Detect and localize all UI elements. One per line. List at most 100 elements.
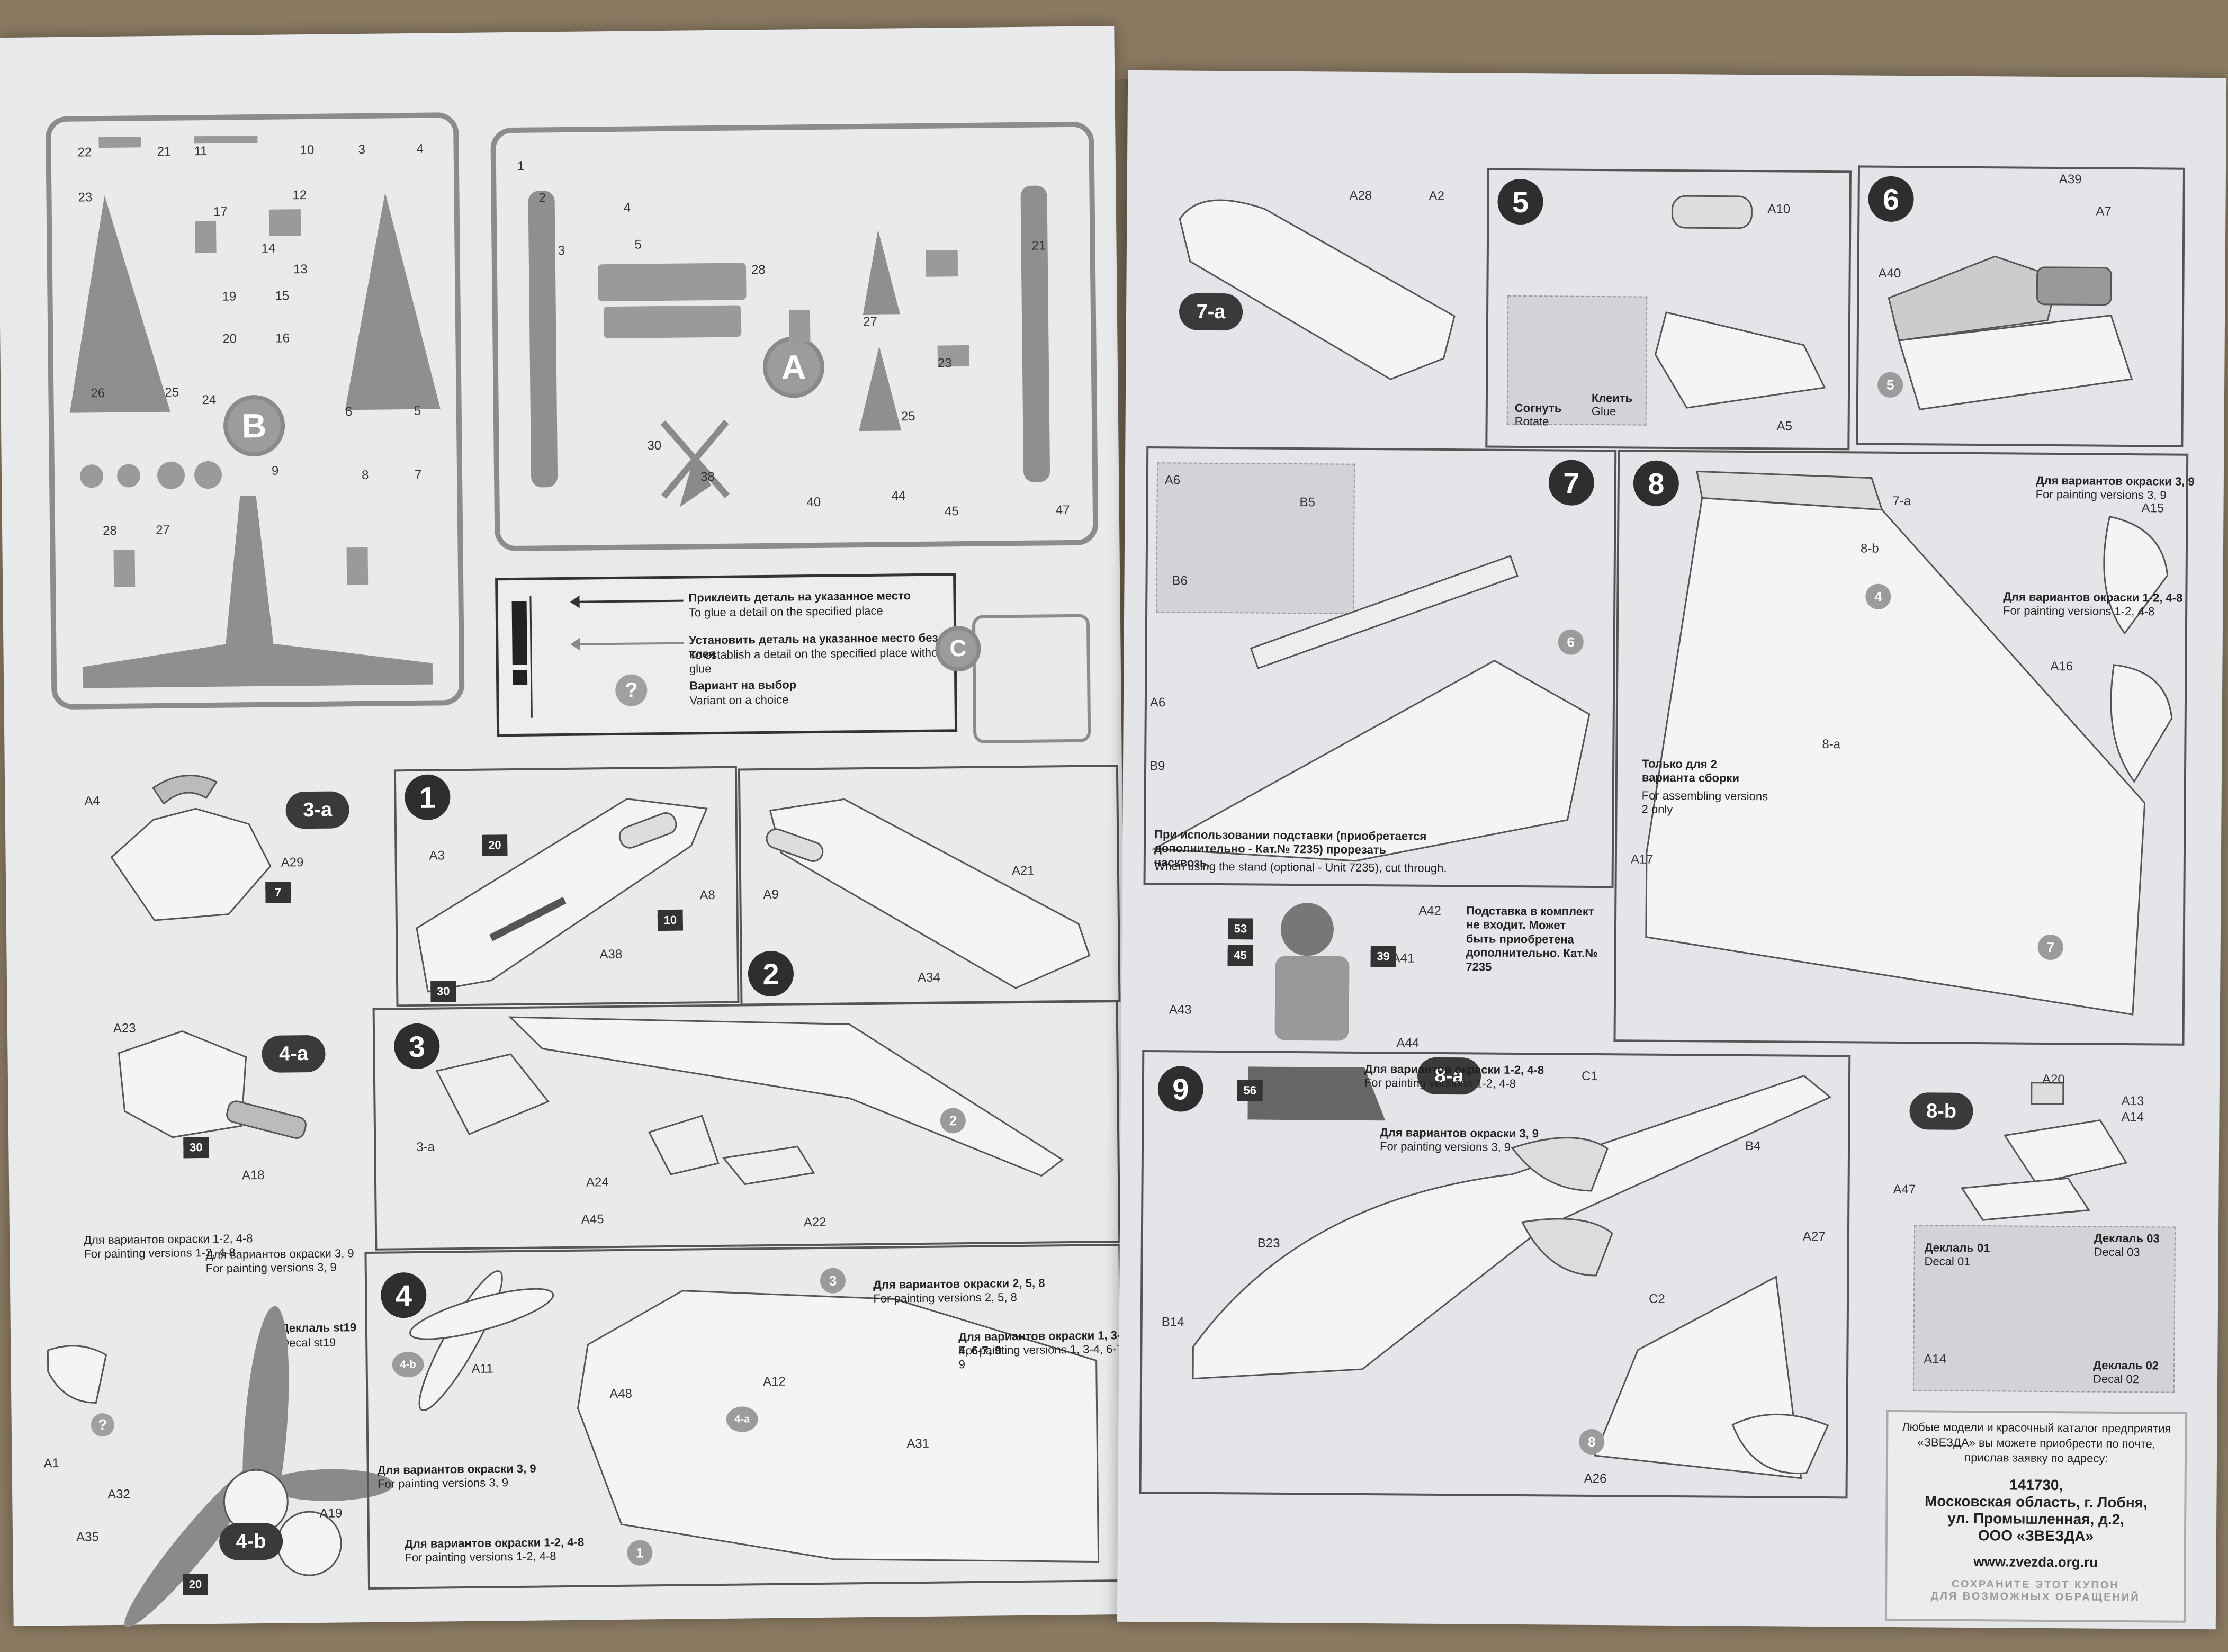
paint-ref-45: 45 — [1227, 945, 1253, 966]
sprue-a-parts — [528, 185, 1050, 507]
step-4a-drawing — [118, 1030, 307, 1139]
label-a45: A45 — [581, 1212, 604, 1227]
note-decal01-en: Decal 01 — [1924, 1254, 1971, 1268]
legend-glue-en: To glue a detail on the specified place — [688, 604, 883, 620]
step-7a-badge: 7-a — [1179, 293, 1243, 331]
label-8b-ref: 8-b — [1860, 541, 1879, 556]
sprue-a-num: 47 — [1055, 502, 1070, 518]
label-3a-ref: 3-a — [416, 1139, 435, 1154]
step-ref-5: 5 — [1877, 372, 1903, 398]
sprue-a-num: 2 — [538, 191, 546, 205]
legend-choice-en: Variant on a choice — [689, 693, 789, 707]
sprue-b-num: 20 — [222, 331, 237, 346]
label-a18: A18 — [241, 1168, 265, 1183]
step-7-drawing — [1151, 555, 1591, 862]
label-a7: A7 — [2096, 204, 2112, 219]
label-a47: A47 — [1893, 1182, 1916, 1197]
sprue-b-parts — [69, 135, 441, 688]
note-variants-39-ru-4: Для вариантов окраски 3, 9 — [1380, 1126, 1539, 1141]
sprue-b-num: 6 — [345, 405, 353, 419]
note-variants-12-48-en-4: For painting versions 1-2, 4-8 — [1364, 1075, 1516, 1090]
note-variants-258-ru: Для вариантов окраски 2, 5, 8 — [873, 1276, 1045, 1291]
sprue-a-num: 40 — [806, 495, 821, 510]
sprue-b-num: 5 — [414, 403, 421, 418]
sprue-a-num: 38 — [700, 469, 715, 484]
sprue-b-num: 28 — [102, 523, 117, 538]
paint-ref-20: 20 — [482, 834, 507, 856]
label-b4: B4 — [1745, 1138, 1761, 1154]
label-a12: A12 — [762, 1374, 786, 1389]
label-a43: A43 — [1169, 1002, 1192, 1017]
sprue-b-num: 9 — [271, 463, 279, 478]
sprue-a-num: 23 — [937, 356, 952, 371]
step-ref-7: 7 — [2037, 934, 2063, 960]
sprue-a-num: 30 — [647, 438, 662, 453]
label-b6: B6 — [1172, 573, 1188, 588]
label-a39: A39 — [2059, 172, 2082, 187]
note-variants-39-ru: Для вариантов окраски 3, 9 — [205, 1246, 354, 1262]
note-variants-39-ru-2: Для вариантов окраски 3, 9 — [377, 1461, 536, 1477]
label-a13: A13 — [2121, 1093, 2144, 1109]
step-1-drawing — [416, 798, 708, 993]
glue-arrow-icon — [577, 599, 684, 603]
label-c1: C1 — [1581, 1069, 1598, 1084]
paint-ref-30: 30 — [430, 981, 456, 1002]
step-4b-badge: 4-b — [219, 1522, 283, 1560]
sprue-a-num: 21 — [1031, 238, 1046, 253]
sprue-b-num: 13 — [293, 262, 308, 277]
note-decal03-en: Decal 03 — [2094, 1245, 2140, 1259]
coupon-note-2: ДЛЯ ВОЗМОЖНЫХ ОБРАЩЕНИЙ — [1930, 1590, 2140, 1603]
legend-noglue-en: To establish a detail on the specified p… — [689, 645, 948, 676]
label-a17: A17 — [1630, 852, 1654, 867]
note-variants-12-48-ru-4: Для вариантов окраски 1-2, 4-8 — [1364, 1062, 1544, 1077]
sprue-b-num: 10 — [300, 142, 315, 158]
sprue-b-num: 16 — [275, 331, 290, 346]
paint-ref-30: 30 — [183, 1137, 209, 1159]
label-a6-2: A6 — [1149, 695, 1166, 710]
label-a20: A20 — [2042, 1072, 2065, 1087]
note-variants-1349-en: For painting versions 1, 3-4, 6-7, 9 — [958, 1342, 1127, 1371]
note-variants-258-en: For painting versions 2, 5, 8 — [873, 1290, 1017, 1305]
note-glue-en: Glue — [1591, 404, 1616, 418]
step-6-drawing — [1888, 255, 2133, 410]
sprue-a-num: 27 — [863, 314, 877, 329]
label-7a-ref: 7-a — [1892, 493, 1911, 509]
label-a23: A23 — [113, 1021, 136, 1036]
note-variants-12-48-ru-3: Для вариантов окраски 1-2, 4-8 — [2003, 590, 2183, 605]
label-a34: A34 — [917, 970, 940, 985]
sprue-a-num: 44 — [891, 489, 906, 504]
sprue-b-num: 23 — [78, 190, 93, 205]
address-web[interactable]: www.zvezda.org.ru — [1973, 1553, 2098, 1570]
address-zip: 141730, — [2009, 1476, 2063, 1493]
step-8b-drawing — [1960, 1082, 2128, 1221]
label-c2: C2 — [1648, 1291, 1665, 1306]
note-variants-39-en: For painting versions 3, 9 — [205, 1260, 337, 1276]
label-a14: A14 — [2121, 1109, 2144, 1125]
choice-icon: ? — [91, 1413, 115, 1437]
label-a14-2: A14 — [1924, 1352, 1947, 1367]
step-4-drawing — [409, 1270, 1100, 1563]
address-line1: Московская область, г. Лобня, — [1924, 1493, 2148, 1511]
note-variants-12-48-ru: Для вариантов окраски 1-2, 4-8 — [84, 1232, 253, 1247]
sprue-a-num: 45 — [944, 504, 959, 519]
note-stand-en: When using the stand (optional - Unit 72… — [1154, 859, 1447, 875]
paint-ref-7: 7 — [265, 882, 291, 903]
sprue-b-num: 7 — [414, 467, 422, 482]
label-a40: A40 — [1878, 266, 1901, 281]
label-a24: A24 — [586, 1175, 609, 1190]
address-coupon: Любые модели и красочный каталог предпри… — [1884, 1409, 2187, 1623]
step-7a-drawing — [1179, 199, 1456, 380]
paint-ref-10: 10 — [658, 910, 683, 931]
label-a29: A29 — [281, 855, 304, 870]
label-a4: A4 — [84, 794, 100, 809]
sprue-b-num: 15 — [275, 289, 290, 303]
label-a16: A16 — [2050, 659, 2073, 674]
exclamation-icon — [508, 596, 533, 719]
sprue-a-num: 5 — [634, 237, 642, 252]
sprue-a-num: 3 — [558, 243, 565, 258]
legend-glue-ru: Приклеить деталь на указанное место — [688, 589, 911, 605]
label-a35: A35 — [76, 1530, 99, 1545]
label-a19: A19 — [319, 1506, 343, 1521]
label-b14: B14 — [1161, 1315, 1184, 1330]
paint-ref-39: 39 — [1370, 946, 1396, 967]
